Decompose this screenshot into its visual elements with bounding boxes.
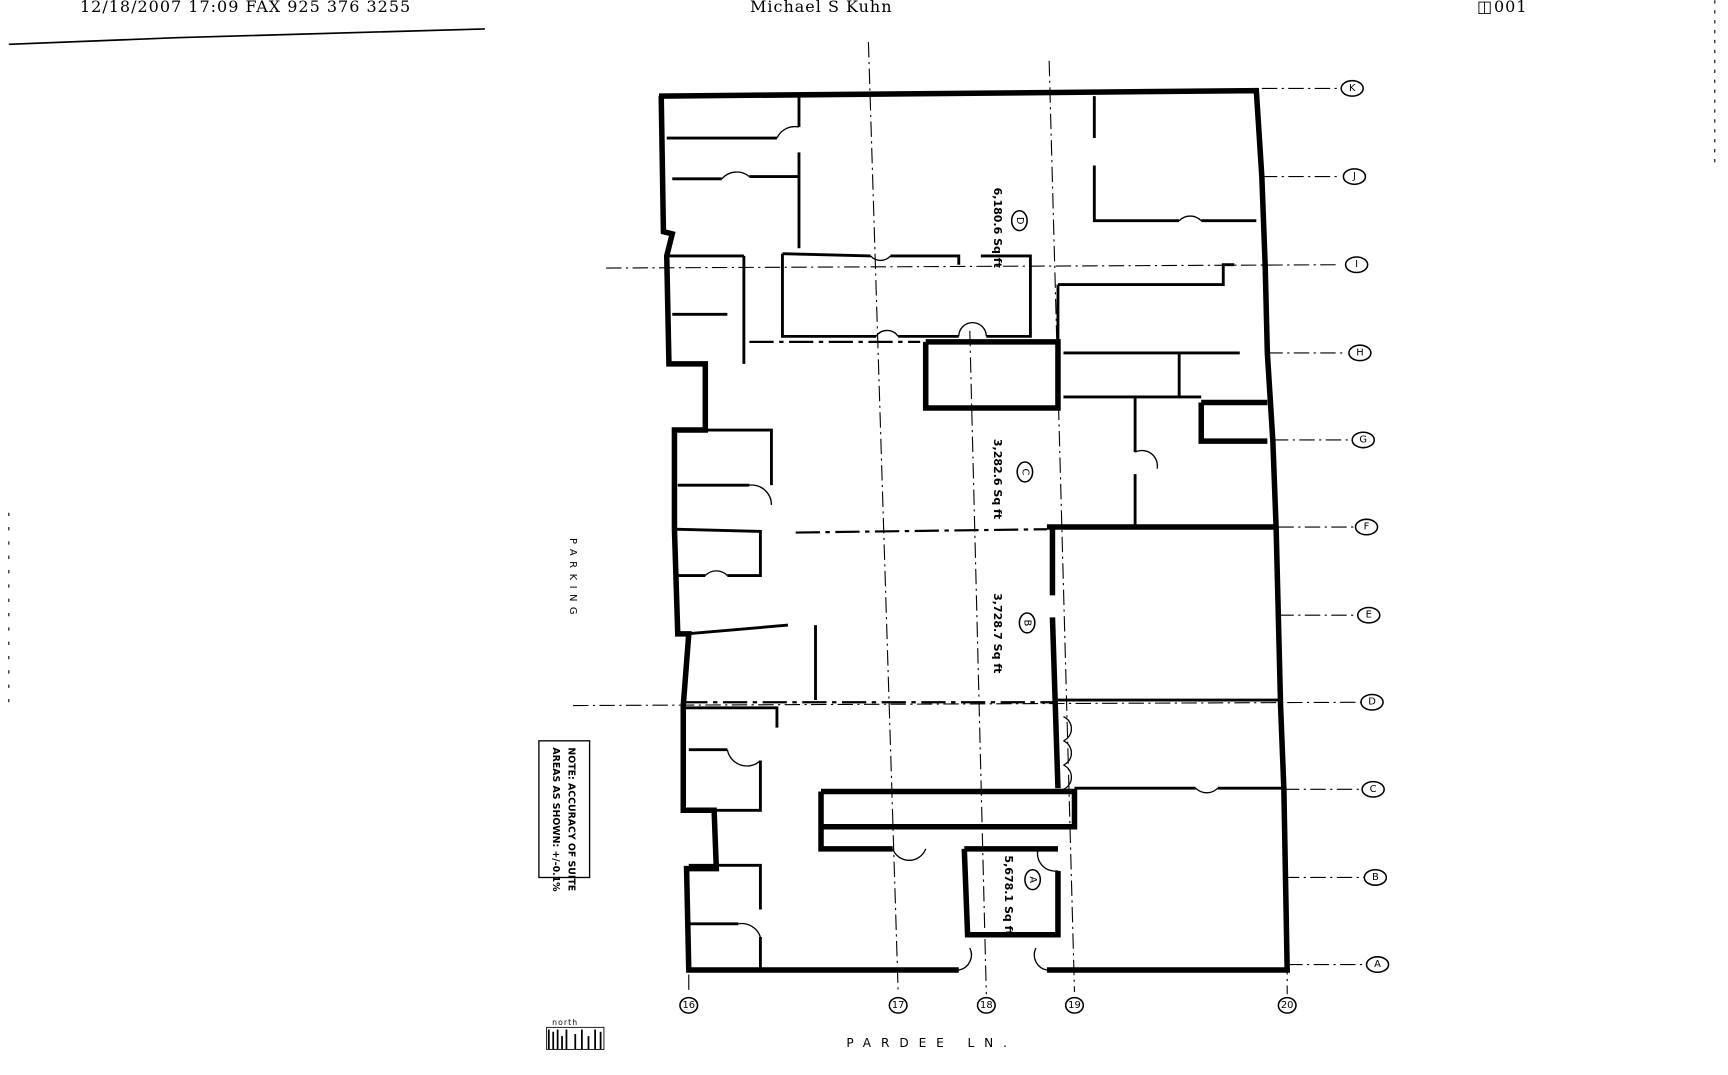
grid-col-label: 20	[1281, 1000, 1294, 1011]
note-line-1: NOTE: ACCURACY OF SUITE	[566, 747, 577, 891]
fax-page-icon: ◫	[1477, 0, 1494, 16]
grid-row-label: I	[1355, 259, 1358, 270]
suite-a-area: 5,678.1 Sq ft	[1002, 855, 1015, 936]
grid-row-label: F	[1364, 522, 1370, 533]
street-label: PARDEE LN.	[846, 1036, 1017, 1050]
svg-text:A: A	[1027, 876, 1038, 883]
grid-lines	[573, 42, 1367, 995]
grid-row-label: J	[1352, 171, 1356, 182]
accuracy-note: NOTE: ACCURACY OF SUITE AREAS AS SHOWN: …	[538, 740, 591, 892]
svg-text:D: D	[1014, 217, 1025, 225]
grid-row-label: E	[1366, 610, 1372, 621]
grid-row-label: B	[1372, 872, 1379, 883]
grid-row-label: C	[1370, 784, 1377, 795]
grid-row-label: A	[1374, 959, 1381, 970]
fax-sender: Michael S Kuhn	[750, 0, 893, 16]
grid-row-label: D	[1368, 697, 1376, 708]
header-underline	[8, 28, 485, 46]
interior-walls	[666, 96, 1284, 971]
grid-row-label: G	[1359, 434, 1367, 445]
grid-row-label: H	[1356, 347, 1363, 358]
svg-text:B: B	[1022, 620, 1033, 627]
parking-label: PARKING	[567, 538, 578, 620]
grid-col-label: 17	[892, 1000, 905, 1011]
suite-b-area: 3,728.7 Sq ft	[991, 593, 1004, 674]
note-line-2: AREAS AS SHOWN: +/-0.1%	[550, 747, 561, 892]
fax-page-number: 001	[1494, 0, 1528, 16]
suite-b-label: B 3,728.7 Sq ft	[991, 593, 1036, 674]
door-swings	[704, 125, 1219, 971]
grid-col-label: 16	[682, 1000, 695, 1011]
north-arrow-icon: north	[546, 1018, 605, 1050]
exterior-walls	[658, 87, 1290, 973]
grid-row-bubbles: K J I H G F E D C B A	[1340, 79, 1390, 974]
suite-d-area: 6,180.6 Sq ft	[991, 188, 1004, 269]
fax-timestamp-line: 12/18/2007 17:09 FAX 925 376 3255	[80, 0, 412, 16]
suite-c-area: 3,282.6 Sq ft	[991, 439, 1004, 520]
grid-col-label: 19	[1068, 1000, 1081, 1011]
suite-a-label: A 5,678.1 Sq ft	[1002, 855, 1042, 936]
suite-dividers	[683, 340, 1053, 704]
grid-col-label: 18	[980, 1000, 993, 1011]
grid-column-bubbles: 16 17 18 19 20	[679, 996, 1297, 1014]
suite-c-label: C 3,282.6 Sq ft	[991, 439, 1034, 520]
grid-row-label: K	[1349, 83, 1356, 94]
suite-d-label: D 6,180.6 Sq ft	[991, 188, 1028, 269]
svg-text:C: C	[1019, 468, 1030, 475]
north-label: north	[552, 1018, 578, 1027]
fax-header: 12/18/2007 17:09 FAX 925 376 3255 Michae…	[0, 0, 1728, 22]
